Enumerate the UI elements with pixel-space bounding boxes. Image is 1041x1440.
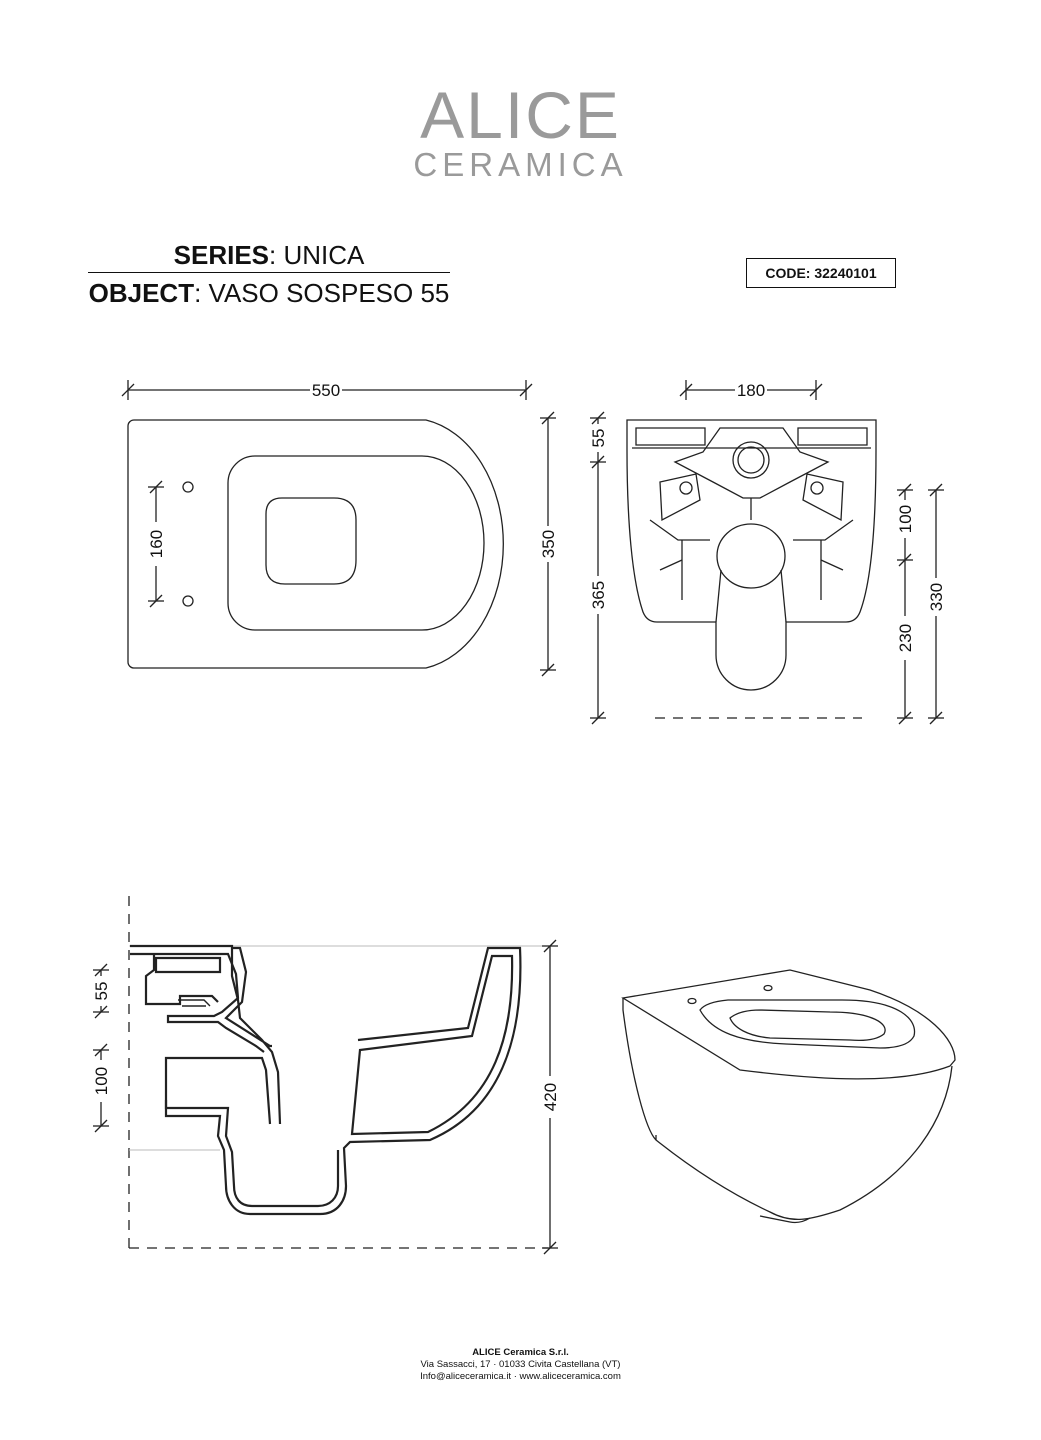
dim-side-height: 420 [541,1083,560,1111]
fixing-hole-top [182,481,194,493]
rear-view-inlet-bracket [673,427,830,499]
dim-rear-top: 55 [589,429,608,448]
rear-view-outline [626,419,877,691]
brand-subtitle: CERAMICA [413,146,628,183]
brand-name: ALICE [420,78,621,152]
rear-view-outlet [716,523,786,589]
dim-rear-floor: 230 [896,624,915,652]
dim-side-top: 55 [92,982,111,1001]
object-label: OBJECT [88,278,195,308]
perspective-view [621,969,956,1224]
dim-rear-total: 330 [927,583,946,611]
section-outer-body [130,944,522,1216]
title-divider [88,272,450,273]
dim-side-outlet: 100 [92,1067,111,1095]
rear-view [590,380,944,725]
top-view-outline [127,419,504,669]
fixing-hole-bottom [182,595,194,607]
dim-rear-outlet: 100 [896,505,915,533]
series-value: : UNICA [269,240,365,270]
footer-address: Via Sassacci, 17 · 01033 Civita Castella… [420,1359,621,1370]
object-line: OBJECT: VASO SOSPESO 55 [88,276,450,310]
perspective-bowl-rim [699,999,916,1049]
dim-rear-width: 180 [737,381,765,400]
perspective-bowl-inner [729,1009,886,1042]
dim-top-holes: 160 [147,530,166,558]
footer: ALICE Ceramica S.r.l. Via Sassacci, 17 ·… [0,1347,1041,1383]
side-section [93,896,558,1255]
series-label: SERIES [173,240,270,270]
product-code: CODE: 32240101 [746,258,896,288]
brand-logo: ALICE CERAMICA [0,78,1041,183]
perspective-body [622,998,953,1221]
top-view-bowl [265,497,357,585]
dim-rear-height: 365 [589,581,608,609]
rear-view-inlet [732,441,770,479]
footer-contacts: Info@aliceceramica.it · www.aliceceramic… [420,1371,621,1382]
dim-top-depth: 350 [539,530,558,558]
top-view-rim [227,455,485,631]
perspective-top-surface [621,969,956,1080]
dim-top-width: 550 [312,381,340,400]
object-value: : VASO SOSPESO 55 [194,278,450,308]
section-inner-bowl [164,954,514,1208]
footer-company: ALICE Ceramica S.r.l. [472,1347,569,1358]
series-line: SERIES: UNICA [88,238,450,272]
top-view [121,380,556,677]
